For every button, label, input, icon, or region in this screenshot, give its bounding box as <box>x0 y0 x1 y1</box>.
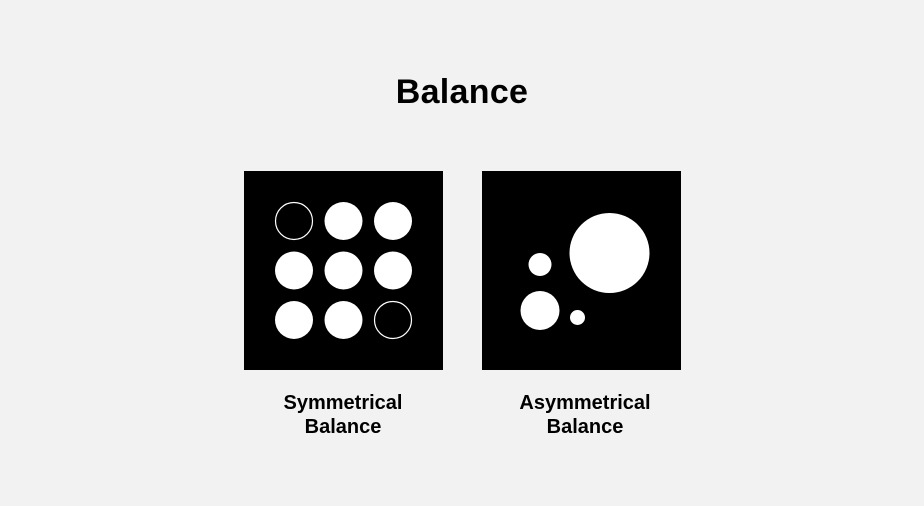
page-title: Balance <box>395 73 529 111</box>
filled-circle <box>275 251 313 290</box>
asymmetrical-balance-illustration <box>520 213 650 330</box>
caption-line: Asymmetrical <box>519 392 651 414</box>
caption-line: Balance <box>304 416 382 438</box>
asymmetrical-balance-caption: Asymmetrical Balance <box>475 391 695 439</box>
filled-circle <box>324 301 363 339</box>
filled-circle <box>324 202 363 240</box>
symmetrical-balance-illustration <box>274 201 413 340</box>
asymmetrical-balance-panel <box>482 171 681 370</box>
symmetrical-balance-caption: Symmetrical Balance <box>233 391 453 439</box>
filled-circle <box>374 251 412 290</box>
filled-circle <box>374 202 412 240</box>
caption-line: Balance <box>546 416 624 438</box>
filled-circle <box>275 301 313 339</box>
filled-circle <box>324 251 363 290</box>
tiny-circle <box>570 310 585 325</box>
outlined-circle-bottom-right <box>373 300 413 340</box>
outlined-circle-top-left <box>274 201 314 241</box>
large-circle <box>569 213 650 293</box>
symmetrical-balance-panel <box>244 171 443 370</box>
medium-circle <box>520 291 560 330</box>
caption-line: Symmetrical <box>283 392 403 414</box>
small-circle <box>528 253 552 276</box>
